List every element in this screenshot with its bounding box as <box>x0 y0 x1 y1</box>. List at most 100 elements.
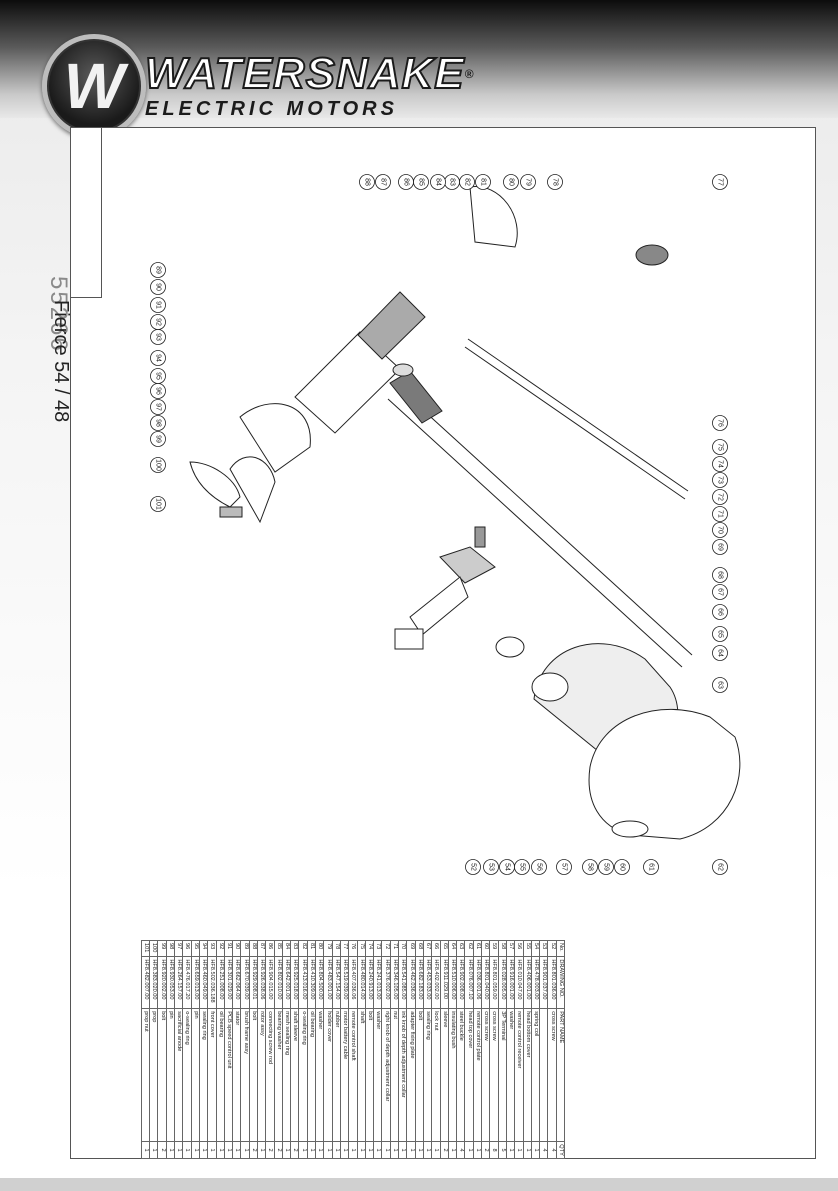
part-name: washer <box>506 1008 515 1142</box>
part-qty: 8 <box>489 1141 499 1159</box>
brush-frame <box>469 186 518 248</box>
callout-label: 94 <box>155 354 162 362</box>
part-name: bolt <box>249 1008 258 1142</box>
drawing-number: HF8.407.036.06 <box>348 956 358 1009</box>
part-qty: 1 <box>523 1141 532 1159</box>
drawing-number: HF8.801.036.00 <box>547 956 557 1009</box>
part-qty: 1 <box>257 1141 266 1159</box>
drawing-number: HF8.076.007.10 <box>464 956 474 1009</box>
part-number: 82 <box>299 940 308 957</box>
callout-52: 52 <box>465 859 481 875</box>
callout-88: 88 <box>359 174 375 190</box>
part-number: 54 <box>531 940 540 957</box>
footer-bar <box>0 1178 838 1191</box>
part-name: pin <box>166 1008 175 1142</box>
part-number: 87 <box>257 940 266 957</box>
part-number: 59 <box>489 940 499 957</box>
part-name: rubber <box>332 1008 341 1142</box>
callout-73: 73 <box>712 472 728 488</box>
callout-label: 55 <box>519 863 526 871</box>
callout-81: 81 <box>475 174 491 190</box>
callout-54: 54 <box>499 859 515 875</box>
callout-circle <box>712 626 728 642</box>
callout-79: 79 <box>520 174 536 190</box>
part-name: bolt <box>157 1008 167 1142</box>
drawing-number: HF8.925.018.00 <box>290 956 299 1009</box>
callout-78: 78 <box>547 174 563 190</box>
part-number: 92 <box>216 940 225 957</box>
part-number: 55 <box>523 940 532 957</box>
callout-66: 66 <box>712 604 728 620</box>
callout-97: 97 <box>150 399 166 415</box>
callout-99: 99 <box>150 431 166 447</box>
part-number: 74 <box>365 940 374 957</box>
callout-circle <box>712 584 728 600</box>
drawing-number: HF8.410.309.00 <box>307 956 316 1009</box>
callout-label: 60 <box>619 863 626 871</box>
part-number: 81 <box>307 940 316 957</box>
part-qty: 1 <box>232 1141 241 1159</box>
callout-77: 77 <box>712 174 728 190</box>
drawing-number: HF8.510.006.00 <box>448 956 457 1009</box>
part-number: 63 <box>456 940 465 957</box>
callout-label: 63 <box>717 681 724 689</box>
remote-fob <box>635 244 669 266</box>
part-number: 99 <box>157 940 167 957</box>
drawing-number: HF8.460.049.00 <box>199 956 208 1009</box>
drawing-number: HF8.502.036.188 <box>207 956 217 1009</box>
part-number: 88 <box>249 940 258 957</box>
callout-98: 98 <box>150 415 166 431</box>
drawing-number: HF8.801.059.00 <box>489 956 499 1009</box>
part-name: head bottom cover <box>523 1008 532 1142</box>
part-name: steel buckle <box>456 1008 465 1142</box>
part-name: motor battery cable <box>340 1008 349 1142</box>
part-qty: 1 <box>141 1141 150 1159</box>
callout-circle <box>712 456 728 472</box>
part-qty: 1 <box>199 1141 208 1159</box>
callout-circle <box>712 677 728 693</box>
callout-circle <box>712 439 728 455</box>
part-qty: 1 <box>473 1141 482 1159</box>
callout-67: 67 <box>712 584 728 600</box>
part-qty: 1 <box>406 1141 416 1159</box>
callout-64: 64 <box>712 645 728 661</box>
callout-69: 69 <box>712 539 728 555</box>
part-qty: 1 <box>381 1141 391 1159</box>
part-number: 67 <box>423 940 432 957</box>
part-qty: 1 <box>307 1141 316 1159</box>
drawing-number: HF8.920.002.00 <box>157 956 167 1009</box>
callout-circle <box>712 174 728 190</box>
callout-circle <box>150 329 166 345</box>
part-name: bolt <box>415 1008 424 1142</box>
part-name: remote control shaft <box>348 1008 358 1142</box>
callout-label: 77 <box>717 178 724 186</box>
part-number: 56 <box>514 940 524 957</box>
drawing-number: HF8.346.105.00 <box>390 956 399 1009</box>
callout-circle <box>712 859 728 875</box>
part-number: 97 <box>174 940 183 957</box>
callout-circle <box>547 174 563 190</box>
propeller <box>189 456 276 524</box>
drawing-number: HF8.670.039.00 <box>240 956 250 1009</box>
drawing-number: HF8.902.008.00 <box>456 956 465 1009</box>
part-qty: 1 <box>299 1141 308 1159</box>
col-qty: QTY <box>556 1141 565 1159</box>
remote-cable <box>464 338 689 500</box>
callout-circle <box>150 399 166 415</box>
callout-label: 80 <box>508 178 515 186</box>
brand-logo: WATERSNAKE® ELECTRIC MOTORS <box>144 51 474 121</box>
callout-63: 63 <box>712 677 728 693</box>
callout-label: 92 <box>155 318 162 326</box>
callout-label: 79 <box>525 178 532 186</box>
callout-89: 89 <box>150 262 166 278</box>
callout-label: 75 <box>717 443 724 451</box>
skeg-fin <box>239 403 311 473</box>
drawing-number: HF8.478.003.00 <box>531 956 540 1009</box>
